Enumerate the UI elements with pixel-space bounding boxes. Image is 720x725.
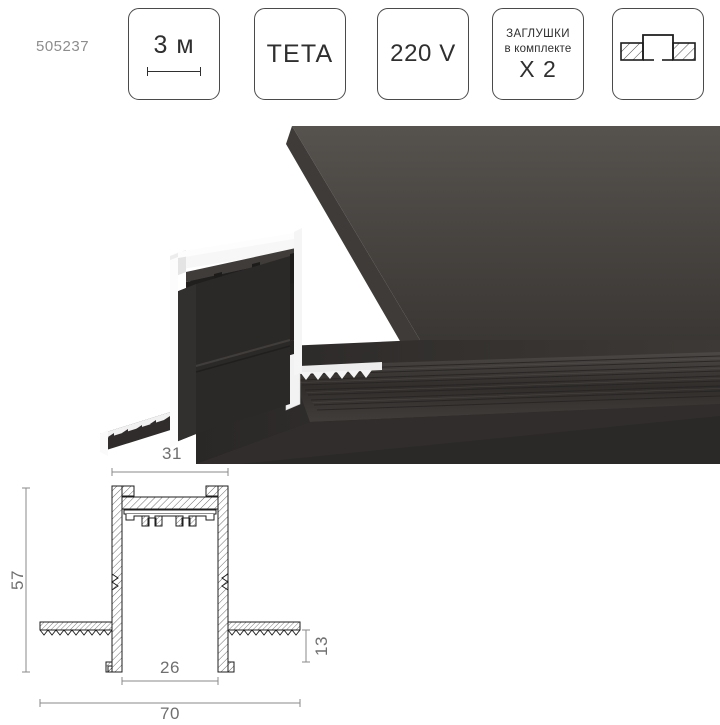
dimension-label-height: 57 <box>8 570 28 590</box>
badge-end-caps-line3: X 2 <box>519 58 557 81</box>
badge-mounting <box>612 8 704 100</box>
badge-end-caps-line2: в комплекте <box>505 42 572 56</box>
badge-end-caps-line1: ЗАГЛУШКИ <box>506 27 570 41</box>
technical-cross-section-drawing: 31 57 26 70 13 <box>0 440 360 720</box>
badge-length-label: 3 м <box>153 33 194 58</box>
badge-series-label: TETA <box>267 42 334 67</box>
track-profile-illustration <box>0 104 720 464</box>
article-number: 505237 <box>36 38 89 55</box>
dimension-label-total-width: 70 <box>160 704 180 724</box>
badge-end-caps: ЗАГЛУШКИ в комплекте X 2 <box>492 8 584 100</box>
badge-voltage: 220 V <box>377 8 469 100</box>
badge-length: 3 м <box>128 8 220 100</box>
specification-badge-bar: 505237 3 м TETA 220 V ЗАГЛУШКИ в комплек… <box>0 0 720 108</box>
badge-series: TETA <box>254 8 346 100</box>
dimension-label-channel-width: 26 <box>160 658 180 678</box>
dimension-label-top-width: 31 <box>162 444 182 464</box>
dimension-label-flange-depth: 13 <box>312 636 332 656</box>
recessed-mounting-icon <box>620 23 696 85</box>
length-dimension-icon <box>147 67 201 76</box>
cross-section-svg <box>0 440 360 720</box>
badge-voltage-label: 220 V <box>390 42 456 66</box>
product-render <box>0 104 720 464</box>
